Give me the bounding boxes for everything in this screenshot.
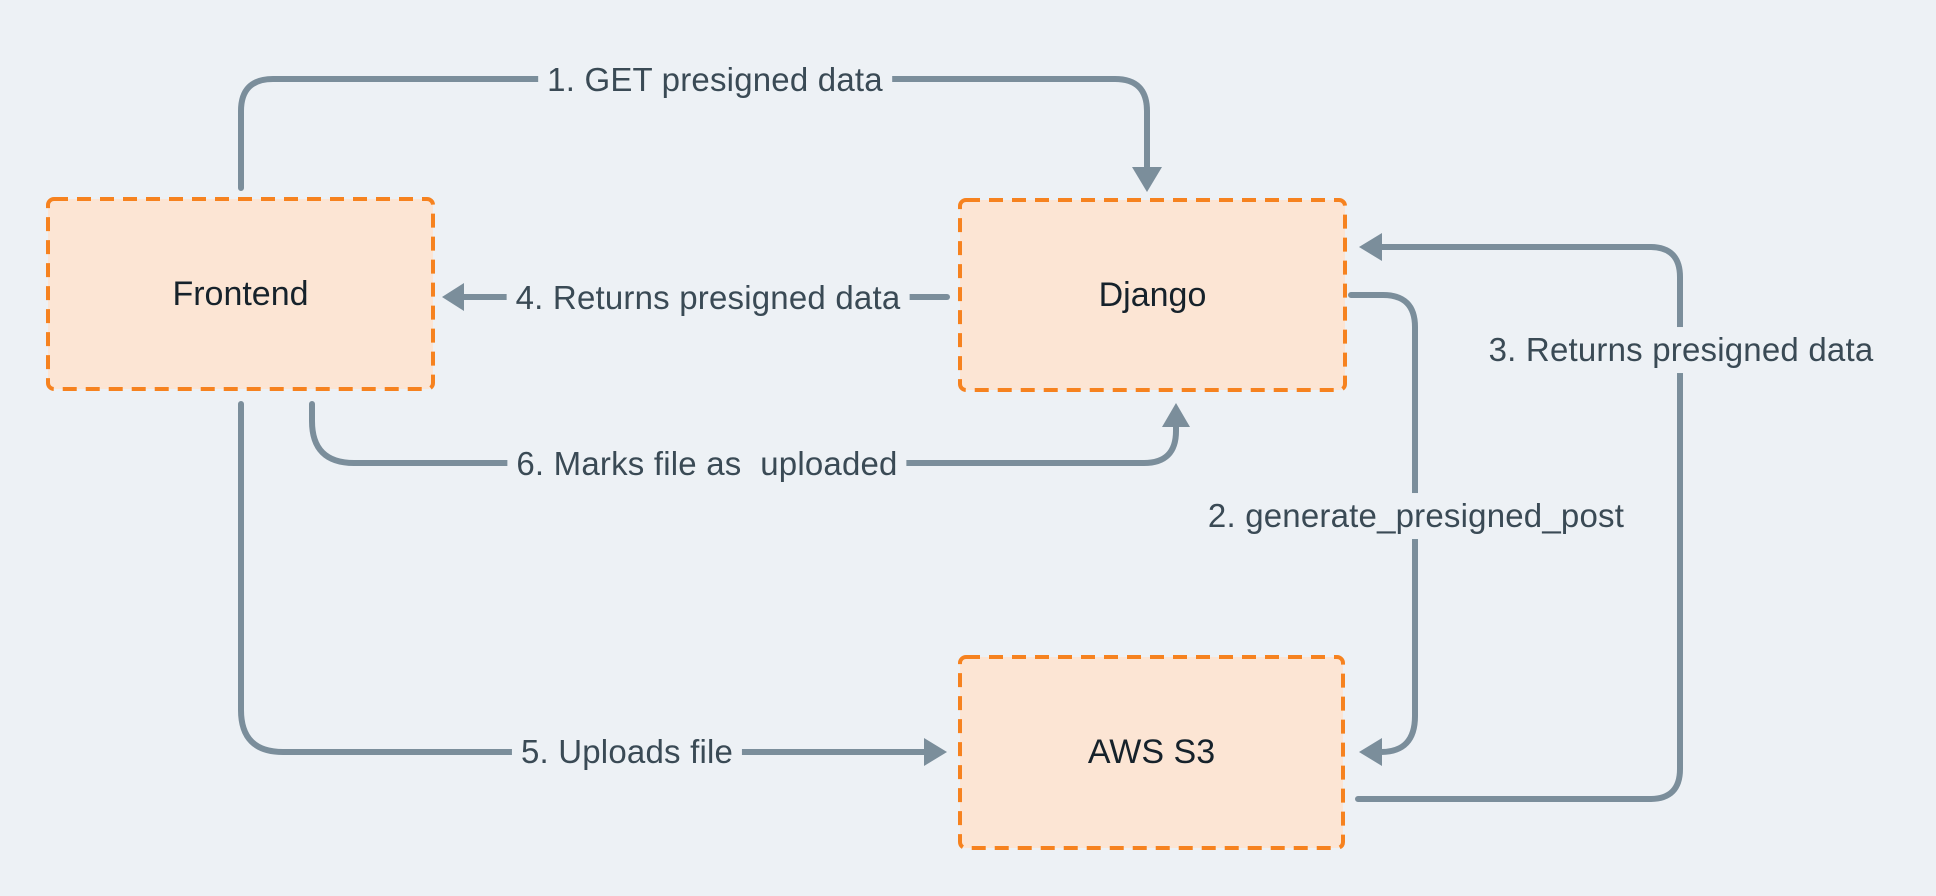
- frontend-node-box: [46, 197, 435, 391]
- edge-2-connector: [1348, 292, 1418, 755]
- edge-6-label: 6. Marks file as uploaded: [507, 441, 907, 487]
- edge-4-arrowhead-left-icon: [442, 283, 464, 311]
- edge-1-label: 1. GET presigned data: [538, 57, 892, 103]
- edge-5-label: 5. Uploads file: [511, 729, 743, 775]
- edge-5-arrowhead-right-icon: [924, 738, 947, 766]
- edge-6-connector: [309, 401, 1179, 466]
- edge-3-connector: [1355, 244, 1683, 802]
- aws-s3-node-box: [958, 655, 1345, 850]
- edge-1-arrowhead-down-icon: [1132, 167, 1162, 192]
- edge-2-arrowhead-left-icon: [1359, 738, 1382, 766]
- edge-4-label: 4. Returns presigned data: [506, 275, 910, 321]
- edge-6-path: [309, 401, 1179, 466]
- edge-2-label: 2. generate_presigned_post: [1198, 493, 1634, 539]
- edge-3-label: 3. Returns presigned data: [1479, 327, 1883, 373]
- edge-3-arrowhead-left-icon: [1359, 233, 1382, 261]
- django-node-box: [958, 198, 1347, 392]
- edge-5-path: [238, 401, 927, 755]
- edge-5-connector: [238, 401, 927, 755]
- edge-6-arrowhead-up-icon: [1162, 403, 1190, 427]
- edge-2-path: [1348, 292, 1418, 755]
- edge-3-path: [1355, 244, 1683, 802]
